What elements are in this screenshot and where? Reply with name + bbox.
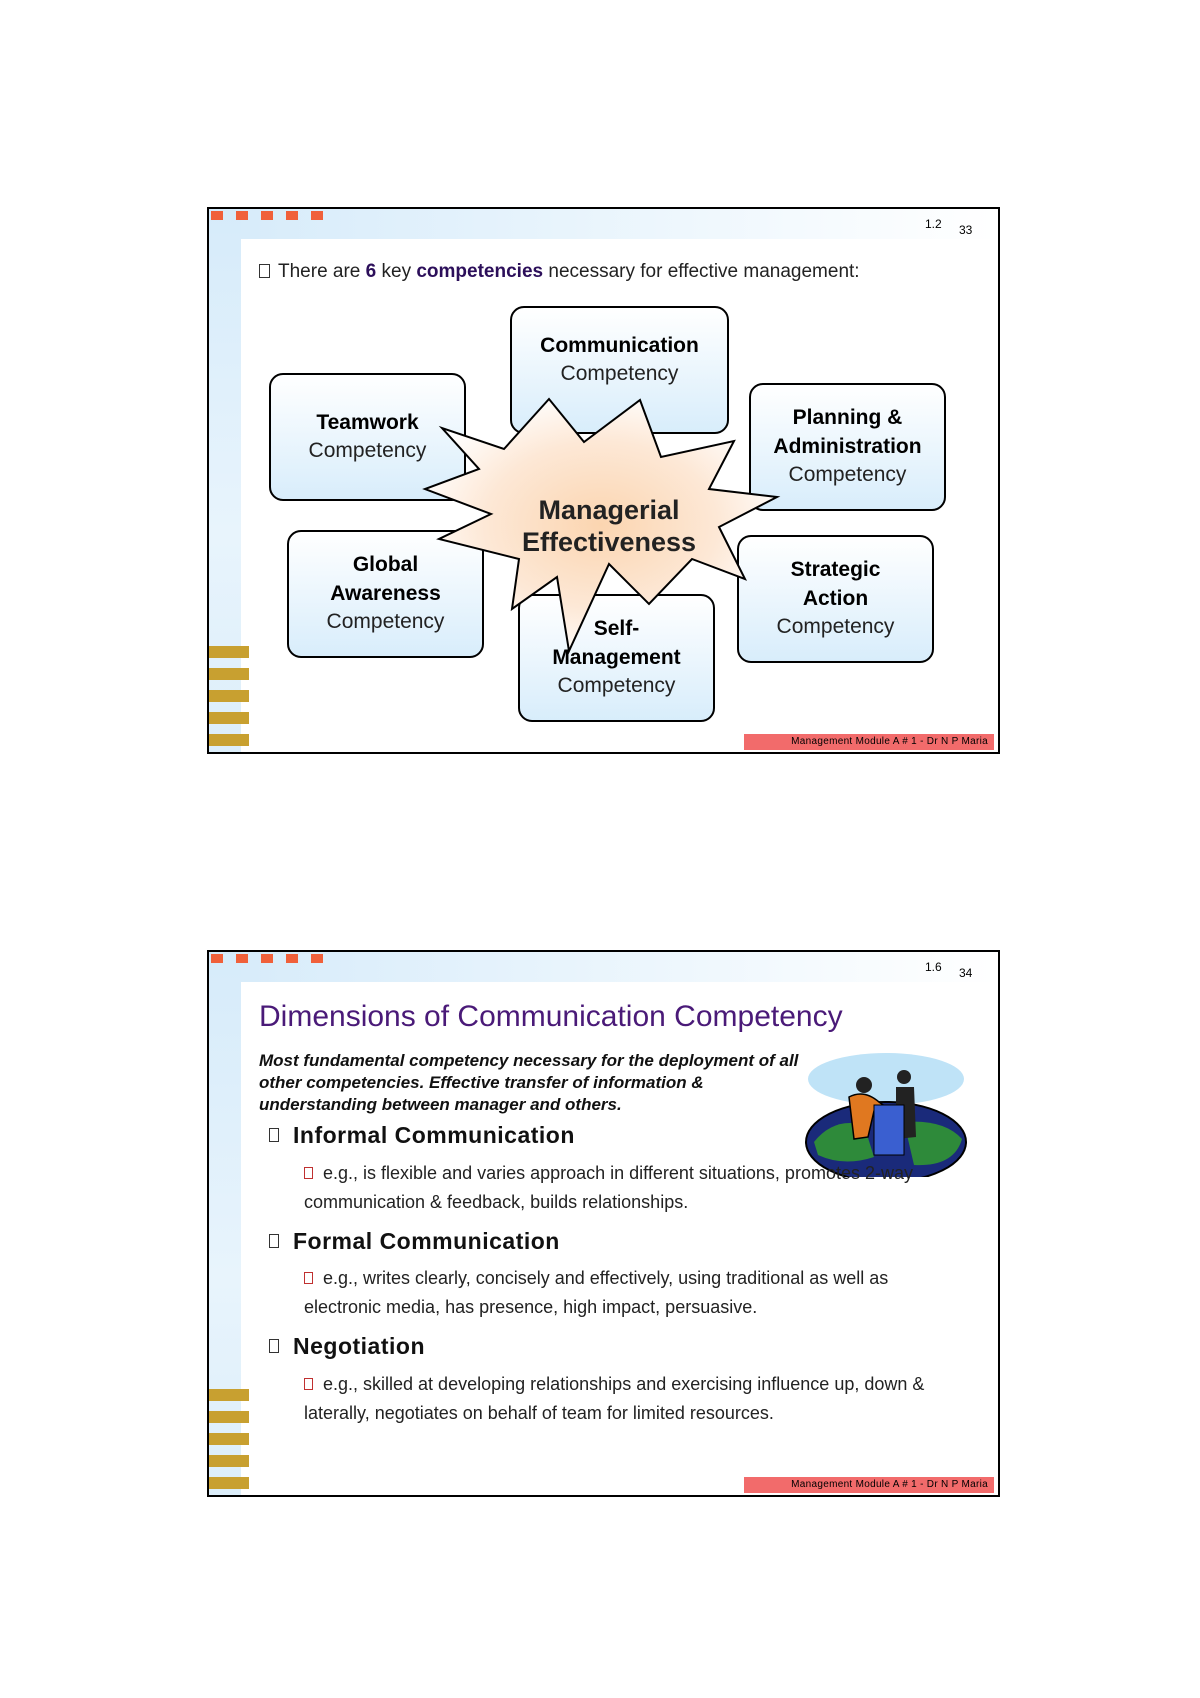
intro-text: There are 6 key competencies necessary f… xyxy=(259,261,860,283)
bullet-icon xyxy=(269,1128,279,1142)
managerial-effectiveness-label: Managerial Effectiveness xyxy=(521,495,697,558)
gold-bar-decoration xyxy=(209,1389,249,1401)
slide-title: Dimensions of Communication Competency xyxy=(259,1000,843,1033)
sub-bullet-icon xyxy=(304,1272,313,1284)
starburst-polygon xyxy=(422,397,781,655)
slide-number: 33 xyxy=(959,223,973,237)
gold-bar-decoration xyxy=(209,646,249,658)
gold-bar-decoration xyxy=(209,1477,249,1489)
global-awareness-competency-box: Global Awareness Competency xyxy=(287,530,484,658)
bullet-icon xyxy=(269,1234,279,1248)
orange-square-decoration xyxy=(311,954,323,963)
slide-number-small: 1.2 xyxy=(925,217,942,231)
person-head xyxy=(856,1077,872,1093)
slide-34: 1.6 34 Dimensions of Communication Compe… xyxy=(207,950,1000,1497)
orange-square-decoration xyxy=(211,954,223,963)
dimension-detail-negotiation: e.g., skilled at developing relationship… xyxy=(304,1374,925,1423)
self-management-competency-box: Self- Management Competency xyxy=(518,594,715,722)
gold-bar-decoration xyxy=(209,1433,249,1445)
person-head xyxy=(897,1070,911,1084)
orange-square-decoration xyxy=(261,211,273,220)
gold-bar-decoration xyxy=(209,734,249,746)
orange-square-decoration xyxy=(211,211,223,220)
dimension-heading-informal: Informal Communication xyxy=(269,1122,575,1149)
orange-square-decoration xyxy=(236,211,248,220)
planning-administration-competency-box: Planning & Administration Competency xyxy=(749,383,946,511)
bullet-icon xyxy=(259,264,270,278)
dimension-heading-negotiation: Negotiation xyxy=(269,1333,425,1360)
dimension-heading-formal: Formal Communication xyxy=(269,1228,560,1255)
orange-square-decoration xyxy=(261,954,273,963)
sub-bullet-icon xyxy=(304,1167,313,1179)
continent-shape xyxy=(904,1121,962,1166)
gold-bar-decoration xyxy=(209,690,249,702)
gold-bar-decoration xyxy=(209,712,249,724)
gold-bar-decoration xyxy=(209,1411,249,1423)
puzzle-piece xyxy=(873,1104,905,1156)
dimension-detail-formal: e.g., writes clearly, concisely and effe… xyxy=(304,1268,889,1317)
slide-number: 34 xyxy=(959,966,973,980)
gold-bar-decoration xyxy=(209,668,249,680)
slide-top-band xyxy=(209,952,998,982)
people-on-globe-clipart xyxy=(805,1053,967,1177)
slide-footer: Management Module A # 1 - Dr N P Maria xyxy=(744,734,994,750)
orange-square-decoration xyxy=(286,211,298,220)
strategic-action-competency-box: Strategic Action Competency xyxy=(737,535,934,663)
orange-square-decoration xyxy=(311,211,323,220)
slide-top-band xyxy=(209,209,998,239)
gold-bar-decoration xyxy=(209,1455,249,1467)
dimension-detail-informal: e.g., is flexible and varies approach in… xyxy=(304,1163,913,1212)
starburst-shape xyxy=(422,397,781,655)
bullet-icon xyxy=(269,1339,279,1353)
slide-left-band xyxy=(209,209,241,752)
slide-footer: Management Module A # 1 - Dr N P Maria xyxy=(744,1477,994,1493)
slide-subtitle: Most fundamental competency necessary fo… xyxy=(259,1051,799,1115)
slide-left-band xyxy=(209,952,241,1495)
sky-shape xyxy=(808,1053,964,1105)
slide-number-small: 1.6 xyxy=(925,960,942,974)
slide-33: 1.2 33 There are 6 key competencies nece… xyxy=(207,207,1000,754)
orange-square-decoration xyxy=(286,954,298,963)
orange-square-decoration xyxy=(236,954,248,963)
sub-bullet-icon xyxy=(304,1378,313,1390)
